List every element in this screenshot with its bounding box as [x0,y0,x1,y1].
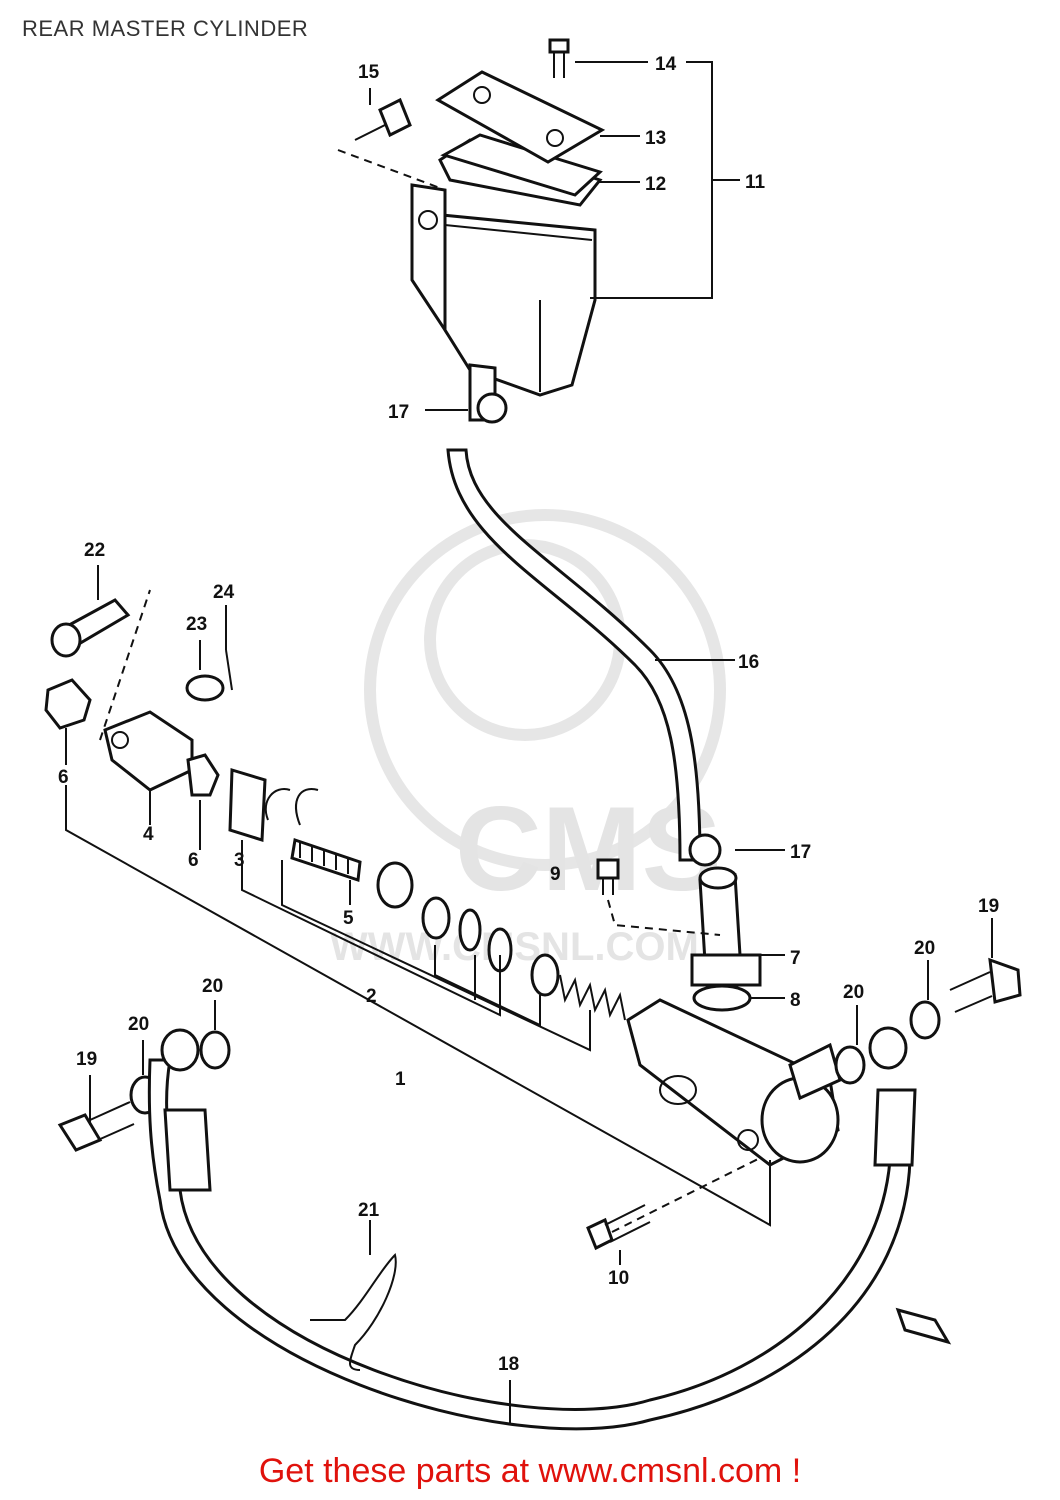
exploded-parts-diagram: CMS WWW.CMSNL.COM [44,38,1022,1431]
callout-2: 2 [366,986,377,1007]
push-rod [290,838,362,883]
callout-20d: 20 [914,938,935,959]
callout-17b: 17 [790,842,811,863]
callout-19a: 19 [76,1049,97,1070]
callout-3: 3 [234,850,245,871]
nut-6b [186,753,220,797]
footer-link[interactable]: Get these parts at www.cmsnl.com ! [258,1452,802,1490]
hose-fitting-left [160,1028,212,1192]
callout-16: 16 [738,652,759,673]
callout-20b: 20 [128,1014,149,1035]
cotter-pin [225,649,233,691]
callout-1: 1 [395,1069,406,1090]
washer-left-2 [199,1030,231,1070]
direction-marker [895,1307,952,1345]
callout-21: 21 [358,1200,380,1221]
callout-11: 11 [745,172,766,193]
callout-12: 12 [645,174,666,195]
washer-right-1 [834,1045,866,1085]
inlet-oring [692,984,752,1012]
connector-screw [596,858,620,895]
reservoir-tank [410,183,597,397]
inlet-connector [690,866,762,987]
callout-23: 23 [186,614,207,635]
banjo-bolt-left [57,1101,135,1152]
callout-9: 9 [550,864,561,885]
callout-10: 10 [608,1268,629,1289]
reservoir-plate [440,133,603,197]
piston-seals [421,896,560,997]
callout-7: 7 [790,948,801,969]
callout-6a: 6 [58,767,69,788]
callout-20a: 20 [202,976,223,997]
washer-right-2 [909,1000,941,1040]
return-spring [559,974,626,1021]
callout-24: 24 [213,582,235,603]
mounting-bolt [586,1204,651,1251]
nut-6a [44,678,92,730]
reservoir-cap [435,70,606,164]
reservoir-hose [446,448,702,862]
circlip [264,788,319,826]
callout-6b: 6 [188,850,199,871]
callout-15: 15 [358,62,380,83]
hose-clamp-top [468,363,508,424]
callout-4: 4 [143,824,154,845]
reservoir-bolt [354,97,412,141]
callout-19b: 19 [978,896,999,917]
callout-18: 18 [498,1354,519,1375]
master-cylinder-body [626,998,842,1167]
hose-clamp-bottom [688,833,722,867]
dust-boot [228,767,267,843]
cap-screw [548,38,570,78]
page-title: REAR MASTER CYLINDER [22,16,309,41]
leader-lines [65,61,993,1425]
piston-cup-5 [376,861,414,909]
callout-5: 5 [343,908,354,929]
washer-23 [185,674,225,702]
callout-13: 13 [645,128,666,149]
banjo-bolt-right [949,957,1022,1013]
push-rod-clevis [103,710,194,792]
callout-14: 14 [655,54,677,75]
watermark-url: WWW.CMSNL.COM [330,925,699,969]
clevis-pin [50,598,131,658]
callout-20c: 20 [843,982,864,1003]
callout-8: 8 [790,990,801,1011]
callout-17a: 17 [388,402,409,423]
callout-22: 22 [84,540,105,561]
hose-fitting-right [868,1026,917,1167]
hose-clip [310,1253,397,1371]
